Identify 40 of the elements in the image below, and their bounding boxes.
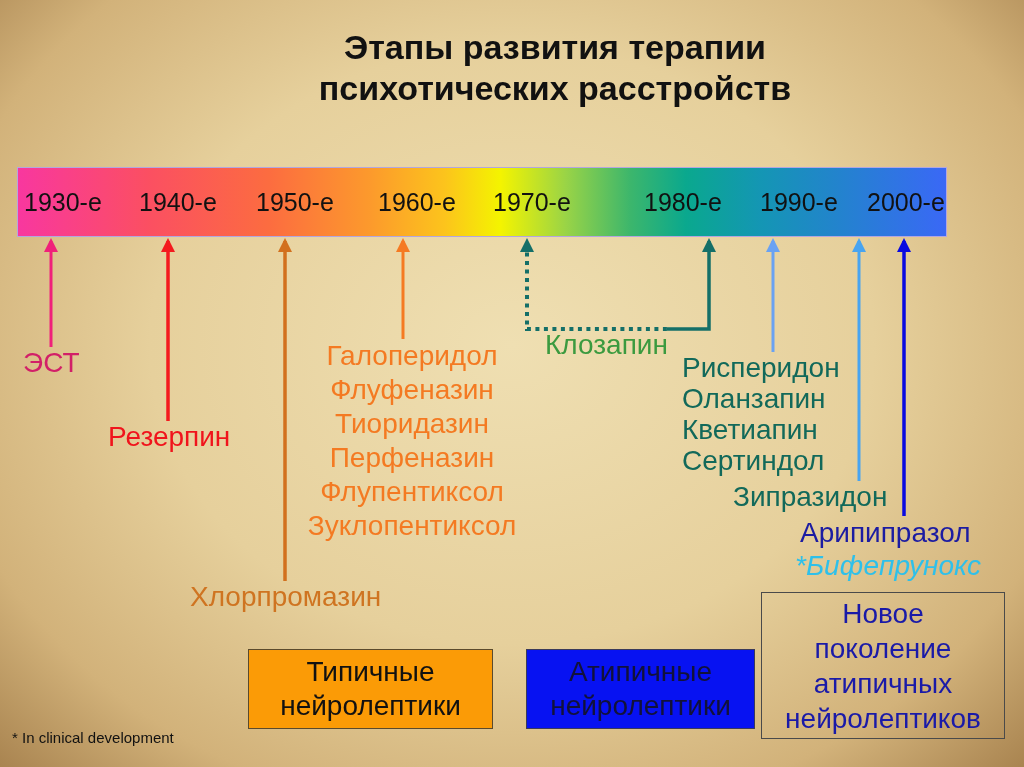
decade-label: 1990-е <box>760 187 838 217</box>
drug-name: Перфеназин <box>329 441 495 475</box>
arrow <box>852 238 866 481</box>
drug-name: Зуклопентиксол <box>307 509 517 543</box>
drug-name: Сертиндол <box>682 445 825 476</box>
arrow <box>666 238 716 331</box>
decade-label: 1930-е <box>24 187 102 217</box>
dotted-arrow <box>520 238 667 331</box>
decade-label: 1960-е <box>378 187 456 217</box>
drug-name: Флуфеназин <box>330 373 494 407</box>
category-box: Атипичные нейролептики <box>526 649 755 729</box>
arrow <box>396 238 410 339</box>
drug-name: Тиоридазин <box>335 407 489 441</box>
therapy-label: ЭСТ <box>23 347 80 379</box>
drug-name: Оланзапин <box>682 383 826 414</box>
drug-name: Флупентиксол <box>320 475 504 509</box>
decade-label: 2000-е <box>867 187 945 217</box>
decade-label: 1940-е <box>139 187 217 217</box>
category-box: Типичные нейролептики <box>248 649 493 729</box>
drug-name: Клозапин <box>545 329 668 361</box>
drug-name: Зипразидон <box>733 481 888 513</box>
arrow <box>44 238 58 347</box>
footnote: * In clinical development <box>12 729 174 747</box>
category-box: Новое поколение атипичных нейролептиков <box>761 592 1005 739</box>
title: Этапы развития терапии психотических расстройств <box>317 27 793 109</box>
drug-name: Арипипразол <box>800 516 971 549</box>
arrow <box>766 238 780 352</box>
arrow <box>161 238 175 421</box>
decade-label: 1980-е <box>644 187 722 217</box>
drug-name: Галоперидол <box>326 339 498 373</box>
drug-name: Хлорпромазин <box>190 581 382 613</box>
arrow <box>278 238 292 581</box>
drug-name: *Бифепрунокс <box>795 549 981 582</box>
drug-name: Рисперидон <box>682 352 840 383</box>
drug-name: Кветиапин <box>682 414 818 445</box>
decade-label: 1950-е <box>256 187 334 217</box>
drug-name: Резерпин <box>108 421 231 453</box>
decade-label: 1970-е <box>493 187 571 217</box>
timeline-bar <box>17 167 947 237</box>
arrow <box>897 238 911 516</box>
